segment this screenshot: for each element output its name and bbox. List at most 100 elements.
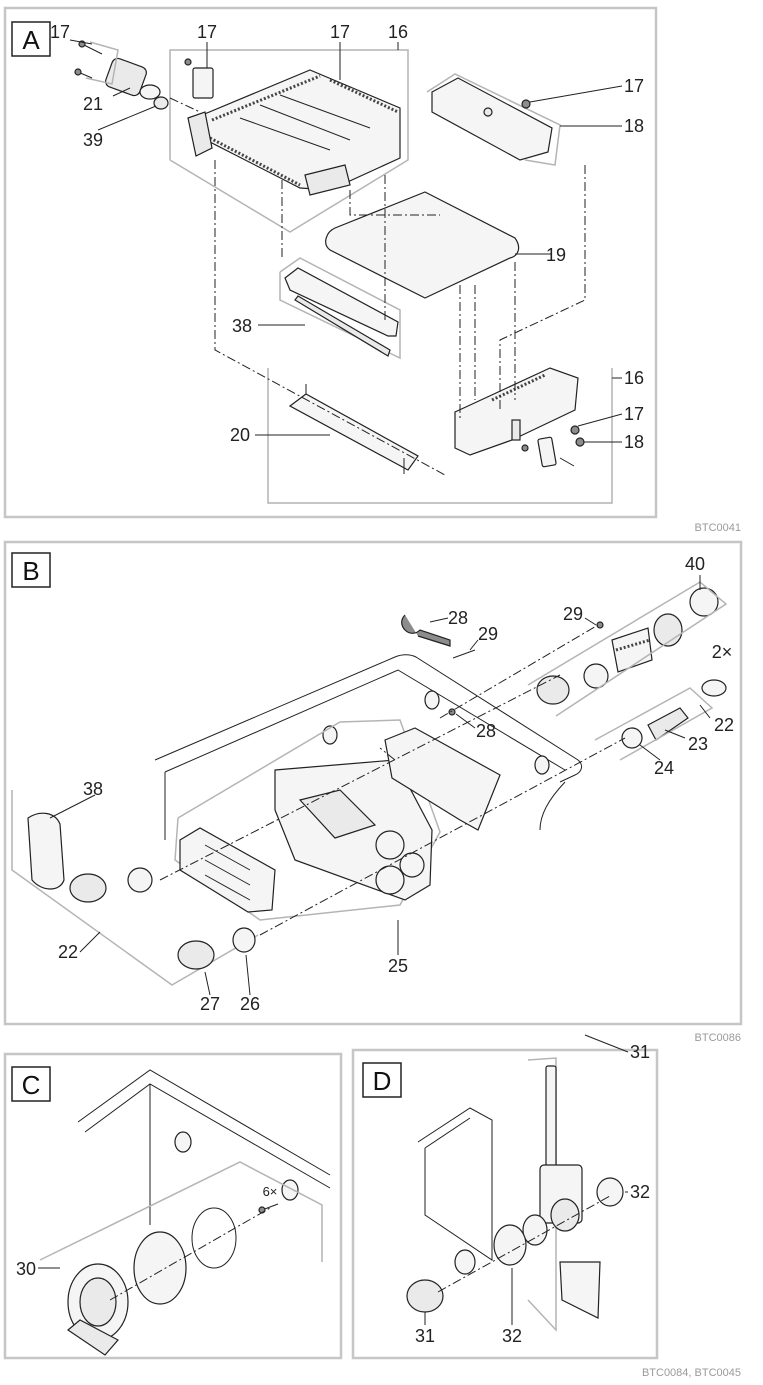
panel-c-letter-box — [11, 1066, 51, 1102]
hole-pattern — [191, 1207, 237, 1269]
panel-b-letter-box — [11, 552, 51, 588]
callout-b-29-right: 29 — [563, 604, 583, 624]
housing-port-1 — [424, 690, 440, 710]
skimmer-flap — [559, 1261, 601, 1319]
housing-port-3 — [534, 755, 550, 775]
lower-end-plate-16 — [454, 367, 579, 456]
foam-roll-right — [329, 78, 399, 114]
callout-d-32-bottom: 32 — [502, 1326, 522, 1346]
assembly-line-a4 — [349, 190, 440, 216]
callout-b-26: 26 — [240, 994, 260, 1014]
union-nut — [653, 613, 683, 647]
panel-b: B — [3, 540, 743, 1044]
screw-head-a — [74, 68, 82, 76]
sieve-slots — [204, 844, 251, 901]
panel-b-frame — [3, 540, 743, 1026]
assembly-line-b2 — [259, 737, 626, 936]
callout-a-16-bottom: 16 — [624, 368, 644, 388]
callout-a-20: 20 — [230, 425, 250, 445]
callout-b-25: 25 — [388, 956, 408, 976]
strip-38 — [294, 295, 391, 357]
foam-roll-top — [211, 74, 321, 122]
drive-unit-21 — [74, 40, 169, 110]
bracket-18-upper — [431, 77, 553, 161]
callout-c-6x: 6× — [263, 1184, 278, 1199]
gasket-30 — [133, 1231, 187, 1305]
panel-d-letter-box — [362, 1062, 402, 1098]
skimmer-handle — [545, 1065, 557, 1177]
housing-hole-2 — [281, 1179, 299, 1201]
callout-b-22-left: 22 — [58, 942, 78, 962]
panel-a-code: BTC0041 — [695, 522, 741, 534]
housing-corner — [77, 1069, 331, 1225]
foam-roll-left — [209, 136, 301, 187]
callout-a-18-bottom: 18 — [624, 432, 644, 452]
flange-bore — [79, 1277, 117, 1327]
callout-b-23: 23 — [688, 734, 708, 754]
left-group-22-outline — [11, 790, 259, 986]
end-cap-left — [187, 111, 213, 157]
callout-a-17-clip: 17 — [197, 22, 217, 42]
lower-nut — [521, 444, 529, 452]
housing-rim-inner — [164, 669, 566, 773]
callout-d-32-right: 32 — [630, 1182, 650, 1202]
callout-a-18-bracket: 18 — [624, 116, 644, 136]
panel-d-letter: D — [373, 1066, 392, 1096]
insert-port-3 — [399, 852, 425, 878]
housing-d-hole — [454, 1249, 476, 1275]
assembly-line-a6 — [459, 262, 516, 420]
callout-leaders-a — [69, 39, 623, 443]
clip-17-top — [192, 67, 214, 99]
adapter-27 — [177, 940, 215, 970]
hose-clamp-40 — [689, 587, 719, 617]
housing-hole-1 — [174, 1131, 192, 1153]
top-filter-frame — [187, 69, 401, 196]
baffle-plate — [384, 727, 501, 831]
fitting-30-group-outline — [39, 1161, 323, 1262]
housing-walls — [164, 772, 566, 840]
seal-28-lower — [448, 708, 456, 716]
inlet-clamp-22 — [701, 679, 727, 697]
callout-a-17-bracket: 17 — [624, 76, 644, 96]
panel-a-frame — [3, 6, 658, 519]
holder-38-group-outline — [279, 257, 401, 360]
callout-c-30: 30 — [16, 1259, 36, 1279]
callout-b-22-right: 22 — [714, 715, 734, 735]
callout-b-38: 38 — [83, 779, 103, 799]
callout-d-31-bottom: 31 — [415, 1326, 435, 1346]
assembly-line-a5 — [499, 165, 586, 410]
lower-plate-ribs — [491, 373, 546, 402]
screw-group-outline — [85, 41, 119, 85]
holder-38-side — [27, 812, 65, 890]
housing-d — [417, 1107, 493, 1261]
foam-pad-19 — [325, 191, 520, 299]
support-rail-20 — [288, 393, 419, 471]
seal-32-right — [596, 1177, 624, 1207]
callout-a-17-screws: 17 — [50, 22, 70, 42]
screw-pair-17 — [77, 43, 103, 79]
panel-c: C 6× 30 — [3, 1052, 343, 1360]
panel-b-code: BTC0086 — [695, 1032, 741, 1044]
footer-code: BTC0084, BTC0045 — [642, 1367, 741, 1379]
adapter-22 — [69, 873, 107, 903]
panel-c-letter: C — [22, 1070, 41, 1100]
assembly-line-a7 — [169, 97, 201, 113]
panel-c-frame — [3, 1052, 343, 1360]
flange-lip — [67, 1319, 119, 1356]
frame-foot — [304, 164, 351, 196]
seal-ring-39 — [153, 96, 169, 110]
seal-32-a — [522, 1214, 548, 1246]
filter-frame-body — [194, 69, 401, 191]
lower-screw-17 — [570, 425, 580, 435]
panel-a-letter-box — [11, 21, 51, 57]
seal-32-b — [493, 1224, 527, 1266]
bracket-hole — [483, 107, 493, 117]
support-rail-legs — [305, 384, 405, 474]
right-bracket-group-outline — [426, 73, 561, 166]
lower-clip — [537, 436, 557, 468]
insert-port-1 — [375, 830, 405, 860]
panel-a: A — [3, 6, 741, 534]
callout-a-19: 19 — [546, 245, 566, 265]
panel-a-letter: A — [22, 25, 40, 55]
